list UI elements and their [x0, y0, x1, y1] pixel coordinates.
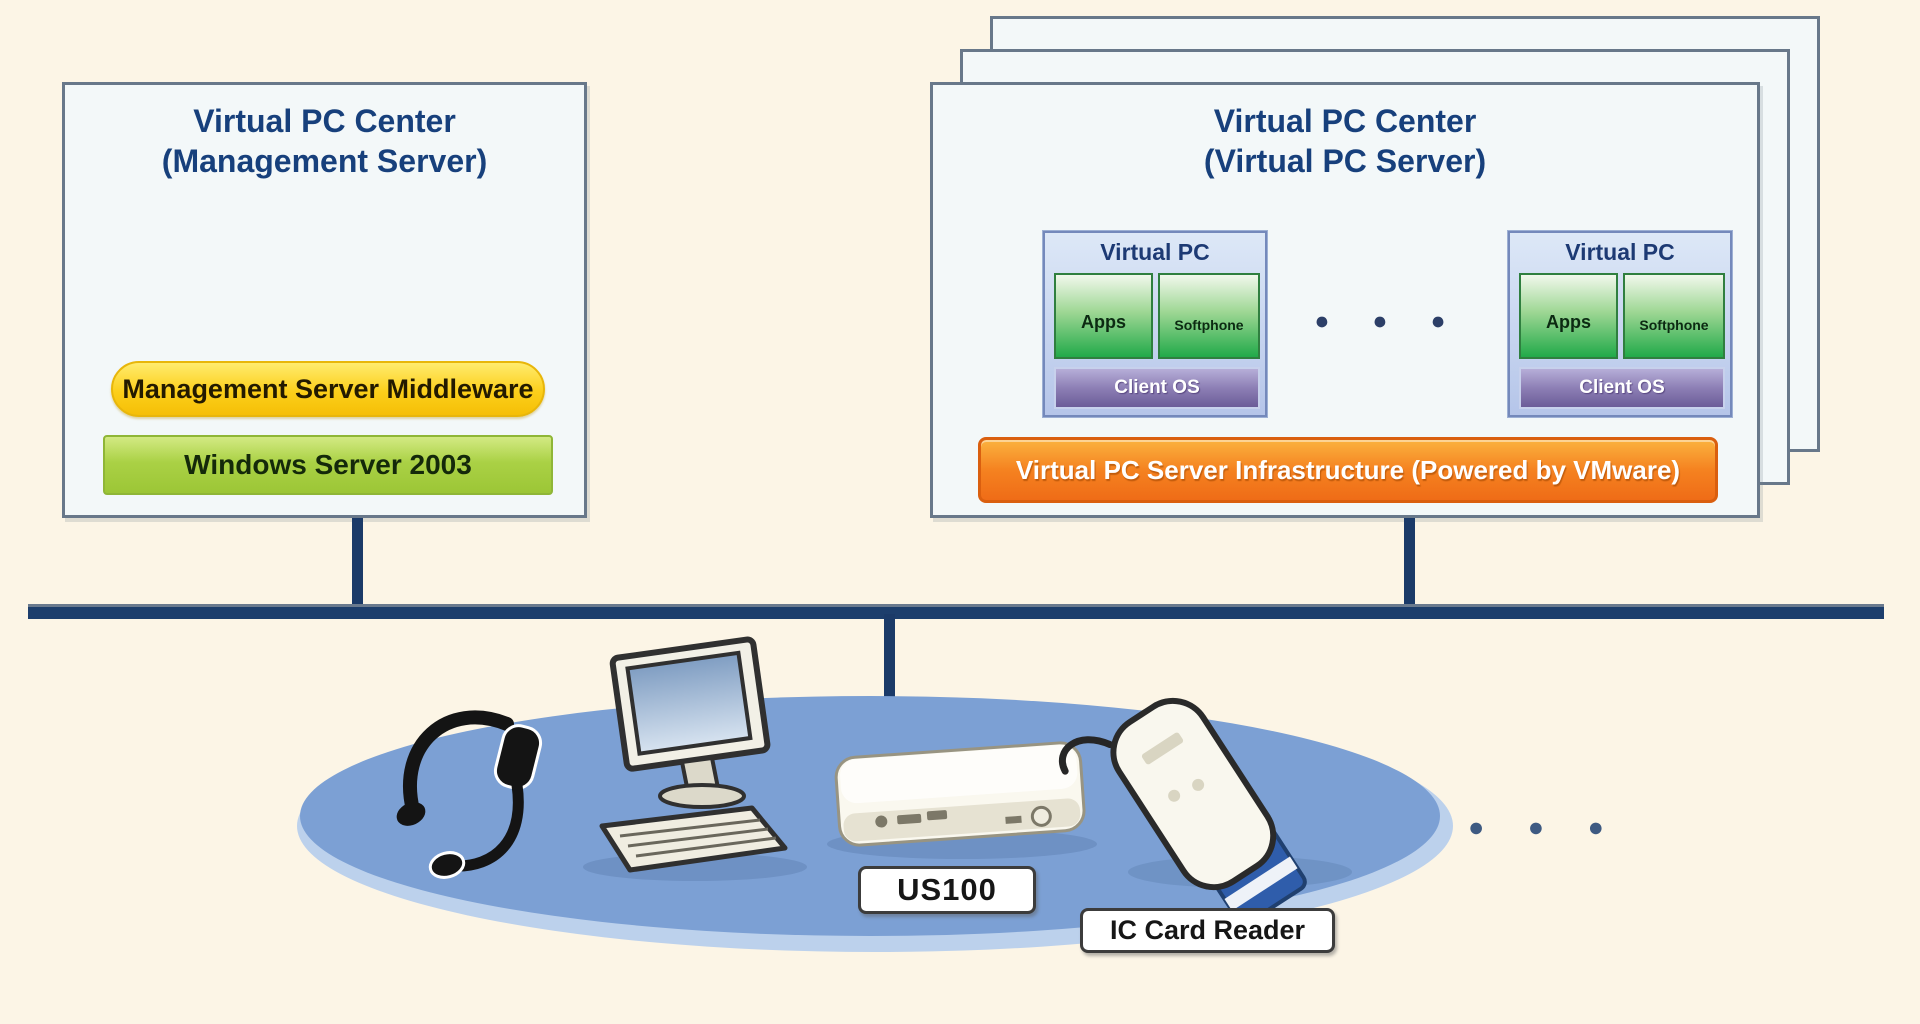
card-reader-label-text: IC Card Reader	[1109, 915, 1306, 945]
management-server-title-line2: (Management Server)	[161, 143, 488, 179]
virtual-pc-card-1: Virtual PC Apps Softphone Client OS	[1043, 231, 1267, 417]
middleware-label: Management Server Middleware	[122, 373, 534, 404]
thin-client-icon	[834, 741, 1086, 847]
client-os-label: Client OS	[1579, 377, 1665, 398]
management-server-title-line1: Virtual PC Center	[193, 103, 456, 139]
virtual-pc-server-connector-line	[1404, 518, 1415, 610]
client-zone-scene	[297, 636, 1453, 952]
network-bus-line	[28, 604, 1884, 619]
virtual-pc-ellipsis: ● ● ●	[1314, 307, 1460, 335]
apps-box: Apps	[1054, 273, 1153, 359]
virtual-pc-server-title: Virtual PC Center (Virtual PC Server)	[933, 101, 1757, 181]
infrastructure-label: Virtual PC Server Infrastructure (Powere…	[1015, 454, 1681, 485]
client-os-bar: Client OS	[1519, 367, 1725, 409]
middleware-bar: Management Server Middleware	[111, 361, 545, 417]
infrastructure-bar: Virtual PC Server Infrastructure (Powere…	[978, 437, 1718, 503]
virtual-pc-server-title-line1: Virtual PC Center	[1213, 103, 1477, 139]
apps-box: Apps	[1519, 273, 1618, 359]
virtual-pc-card-2: Virtual PC Apps Softphone Client OS	[1508, 231, 1732, 417]
client-zone-connector-line	[884, 614, 895, 706]
management-server-box: Virtual PC Center (Management Server) Ma…	[62, 82, 587, 518]
management-server-title: Virtual PC Center (Management Server)	[65, 101, 584, 181]
thin-client-label: US100	[858, 866, 1036, 914]
softphone-label: Softphone	[1174, 317, 1244, 333]
apps-label: Apps	[1546, 312, 1591, 332]
desktop-pc-icon	[599, 636, 788, 873]
virtual-pc-server-box: Virtual PC Center (Virtual PC Server) Vi…	[930, 82, 1760, 518]
windows-server-label: Windows Server 2003	[184, 449, 472, 480]
apps-label: Apps	[1081, 312, 1126, 332]
virtual-pc-card-1-title: Virtual PC	[1100, 239, 1210, 265]
softphone-box: Softphone	[1623, 273, 1725, 359]
thin-client-label-text: US100	[897, 872, 997, 907]
headset-icon	[396, 710, 543, 879]
ic-card-reader-icon	[1058, 697, 1307, 926]
client-os-label: Client OS	[1114, 377, 1200, 398]
softphone-label: Softphone	[1639, 317, 1709, 333]
softphone-box: Softphone	[1158, 273, 1260, 359]
management-server-connector-line	[352, 518, 363, 610]
virtual-pc-server-title-line2: (Virtual PC Server)	[1203, 143, 1487, 179]
card-reader-label: IC Card Reader	[1080, 908, 1335, 953]
client-os-bar: Client OS	[1054, 367, 1260, 409]
client-ellipsis: ● ● ●	[1468, 812, 1618, 842]
windows-server-bar: Windows Server 2003	[103, 435, 553, 495]
virtual-pc-card-2-title: Virtual PC	[1565, 239, 1675, 265]
